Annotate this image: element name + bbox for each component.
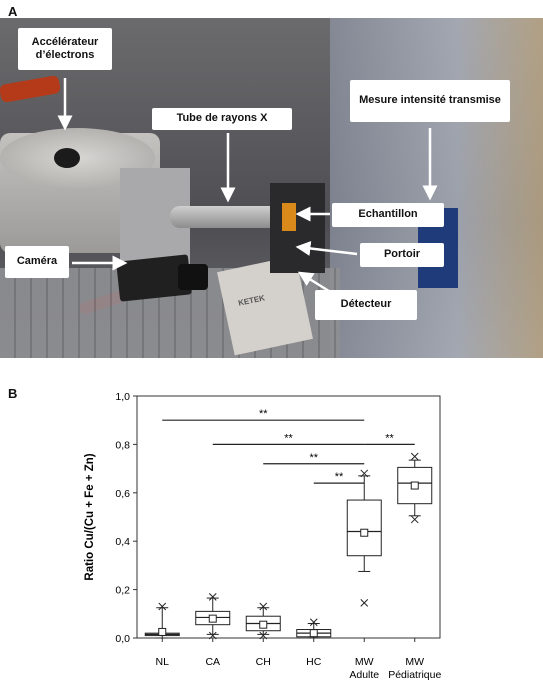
outlier-marker	[360, 599, 369, 607]
y-tick-label: 0,0	[115, 633, 130, 645]
label-camera: Caméra	[5, 246, 69, 278]
x-tick-label: CH	[256, 656, 271, 668]
camera-lens	[178, 264, 208, 290]
mean-marker	[259, 620, 268, 629]
significance-label: **	[309, 452, 318, 464]
x-tick-label: Adulte	[349, 669, 379, 681]
outlier-marker	[410, 452, 419, 461]
mean-marker	[208, 614, 217, 623]
xray-tube-shape	[170, 206, 290, 228]
mean-marker	[410, 481, 419, 490]
label-xray-tube: Tube de rayons X	[152, 108, 292, 130]
label-sample: Echantillon	[332, 203, 444, 227]
panel-a-letter: A	[8, 4, 18, 19]
label-detector: Détecteur	[315, 290, 417, 320]
x-tick-label: MW	[355, 656, 374, 668]
panel-b-letter: B	[8, 386, 18, 401]
outlier-marker	[259, 602, 268, 611]
outlier-marker	[410, 515, 419, 524]
box	[346, 499, 382, 557]
outlier-marker	[158, 602, 167, 611]
label-transmitted-intensity: Mesure intensité transmise	[350, 80, 510, 122]
x-tick-label: MW	[405, 656, 424, 668]
outlier-marker	[309, 618, 318, 627]
accelerator-knob	[54, 148, 80, 168]
y-tick-label: 1,0	[115, 391, 130, 403]
significance-label: **	[284, 432, 293, 444]
x-tick-label: Pédiatrique	[388, 669, 441, 681]
x-tick-label: CA	[205, 656, 220, 668]
y-tick-label: 0,4	[115, 536, 130, 548]
mean-marker	[309, 629, 318, 638]
y-axis-title: Ratio Cu/(Cu + Fe + Zn)	[84, 453, 96, 580]
experimental-setup-photo: KETEK Accélérateur d’électrons Tube de r…	[0, 18, 543, 358]
y-tick-label: 0,2	[115, 585, 130, 597]
x-tick-label: HC	[306, 656, 322, 668]
annotation-arrows	[57, 78, 438, 300]
mean-marker	[158, 627, 167, 636]
outlier-marker	[208, 631, 217, 640]
y-tick-label: 0,6	[115, 488, 130, 500]
outlier-marker	[208, 593, 217, 601]
sample-holder-shape	[270, 183, 325, 273]
outlier-marker	[360, 469, 369, 478]
arrow-holder	[295, 241, 358, 256]
y-tick-label: 0,8	[115, 439, 130, 451]
mean-marker	[360, 528, 369, 537]
plot-frame	[136, 395, 441, 639]
significance-label: **	[385, 432, 394, 444]
label-electron-accelerator: Accélérateur d’électrons	[18, 28, 112, 70]
outlier-marker	[259, 631, 268, 640]
label-holder: Portoir	[360, 243, 444, 267]
significance-label: **	[335, 471, 344, 483]
sample-orange	[282, 203, 296, 231]
significance-label: **	[259, 408, 268, 420]
x-tick-label: NL	[156, 656, 170, 668]
